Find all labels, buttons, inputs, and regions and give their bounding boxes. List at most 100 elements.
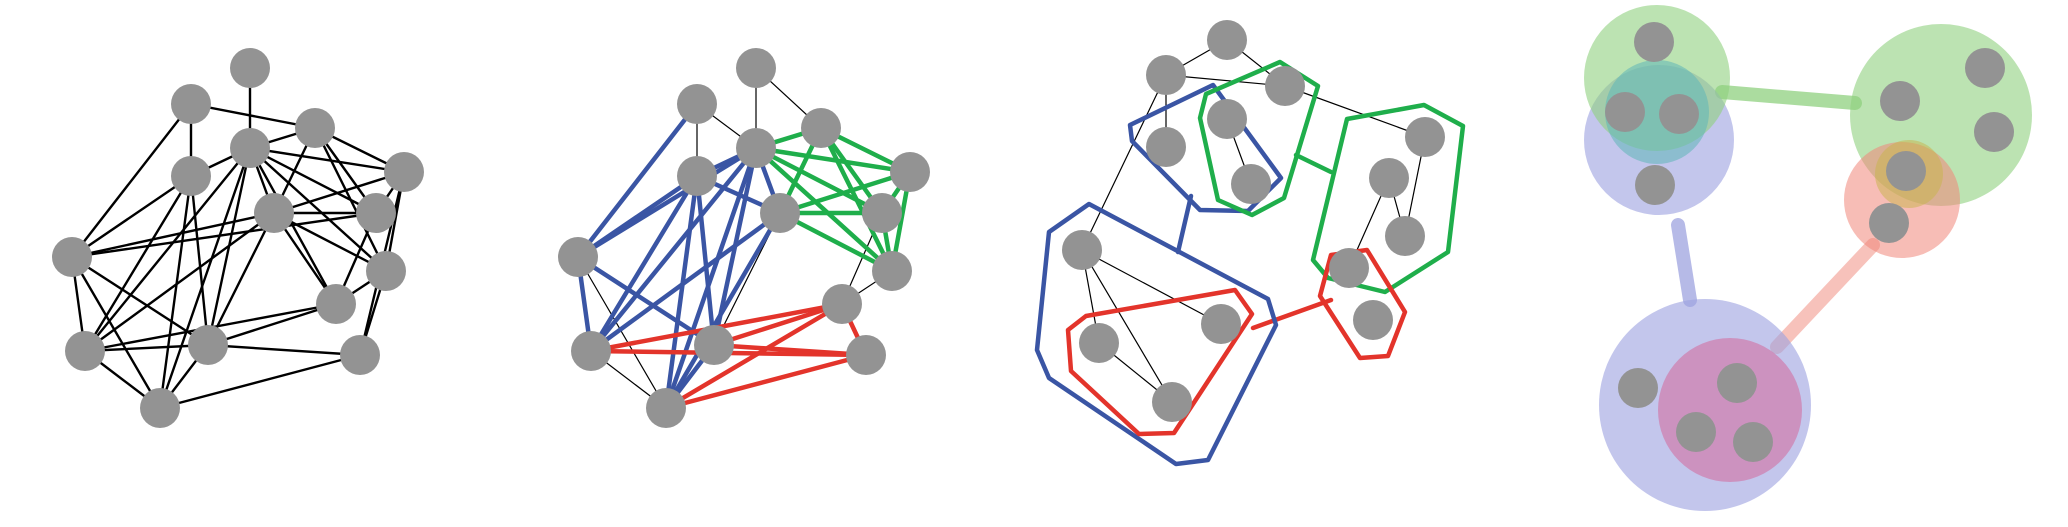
node bbox=[760, 193, 800, 233]
edge bbox=[189, 174, 210, 347]
node bbox=[1880, 81, 1920, 121]
node bbox=[366, 251, 406, 291]
node bbox=[340, 335, 380, 375]
edge bbox=[83, 146, 252, 353]
node bbox=[1201, 304, 1241, 344]
edge bbox=[248, 146, 388, 273]
hull-green bbox=[1197, 59, 1321, 218]
edge bbox=[70, 211, 276, 259]
node bbox=[822, 284, 862, 324]
hull-blue bbox=[1034, 201, 1279, 467]
node bbox=[171, 84, 211, 124]
node bbox=[1369, 158, 1409, 198]
edge-community-red bbox=[711, 301, 845, 348]
node bbox=[254, 193, 294, 233]
node bbox=[646, 388, 686, 428]
node bbox=[1265, 66, 1305, 106]
node bbox=[52, 237, 92, 277]
node bbox=[1207, 20, 1247, 60]
edge bbox=[70, 211, 378, 259]
node bbox=[230, 128, 270, 168]
node bbox=[171, 156, 211, 196]
link-red bbox=[1250, 297, 1334, 331]
community-circle-magenta bbox=[1658, 338, 1802, 482]
edge bbox=[158, 353, 362, 410]
node bbox=[1062, 230, 1102, 270]
edge-community-green bbox=[753, 145, 895, 274]
edge-community-blue bbox=[575, 101, 700, 260]
node bbox=[1659, 94, 1699, 134]
edge bbox=[158, 146, 252, 410]
node bbox=[801, 108, 841, 148]
edge bbox=[70, 255, 210, 347]
edge-thin bbox=[1284, 85, 1426, 138]
node bbox=[1605, 92, 1645, 132]
panel-hull-communities bbox=[1034, 20, 1466, 467]
node bbox=[1385, 216, 1425, 256]
node bbox=[1146, 55, 1186, 95]
node bbox=[571, 331, 611, 371]
edge bbox=[206, 211, 276, 347]
node bbox=[1231, 164, 1271, 204]
node bbox=[1717, 363, 1757, 403]
edge-community-green bbox=[753, 145, 913, 175]
edge-community-blue bbox=[663, 173, 700, 411]
hull-green bbox=[1310, 102, 1466, 295]
node bbox=[736, 48, 776, 88]
edge bbox=[206, 343, 362, 357]
node bbox=[1965, 48, 2005, 88]
edge-community-blue bbox=[694, 173, 717, 348]
node bbox=[1974, 112, 2014, 152]
edge-community-blue bbox=[575, 173, 700, 260]
edge-thin bbox=[1081, 74, 1167, 251]
edge bbox=[70, 102, 193, 259]
edge-community-blue bbox=[588, 145, 759, 354]
node bbox=[188, 325, 228, 365]
panel-colored-edge-communities bbox=[558, 48, 930, 428]
edge bbox=[248, 146, 378, 215]
node bbox=[295, 108, 335, 148]
edge bbox=[83, 211, 276, 353]
edge-community-green bbox=[777, 210, 895, 274]
node bbox=[1329, 248, 1369, 288]
edge-community-green bbox=[753, 145, 885, 216]
node bbox=[1634, 22, 1674, 62]
edge-community-red bbox=[663, 352, 869, 411]
node bbox=[862, 193, 902, 233]
link-red bbox=[1770, 238, 1880, 354]
edge bbox=[70, 255, 162, 410]
node bbox=[1618, 368, 1658, 408]
node bbox=[316, 284, 356, 324]
edge bbox=[272, 170, 406, 215]
edge bbox=[189, 102, 317, 130]
edge bbox=[272, 211, 388, 273]
node bbox=[1146, 127, 1186, 167]
node bbox=[677, 156, 717, 196]
panel-overlapping-circle-communities bbox=[1584, 5, 2032, 511]
edge bbox=[206, 302, 338, 347]
link-blue bbox=[1175, 193, 1194, 255]
link-green bbox=[1715, 85, 1862, 110]
node bbox=[1207, 99, 1247, 139]
node bbox=[1733, 422, 1773, 462]
edge bbox=[70, 174, 193, 259]
edge bbox=[248, 146, 406, 174]
node bbox=[872, 251, 912, 291]
node bbox=[1635, 165, 1675, 205]
panel-plain-network bbox=[52, 48, 424, 428]
edge-community-red bbox=[663, 301, 845, 411]
edge bbox=[158, 174, 193, 410]
node bbox=[1152, 382, 1192, 422]
hull-red bbox=[1065, 287, 1255, 437]
node bbox=[1405, 117, 1445, 157]
edge-community-blue bbox=[588, 173, 700, 354]
edge-community-blue bbox=[588, 210, 783, 354]
edge-community-blue bbox=[663, 145, 759, 411]
node bbox=[1886, 151, 1926, 191]
node bbox=[1869, 203, 1909, 243]
link-blue bbox=[1671, 218, 1697, 307]
node bbox=[140, 388, 180, 428]
hull-red bbox=[1317, 247, 1408, 361]
edge-thin bbox=[1081, 249, 1222, 325]
